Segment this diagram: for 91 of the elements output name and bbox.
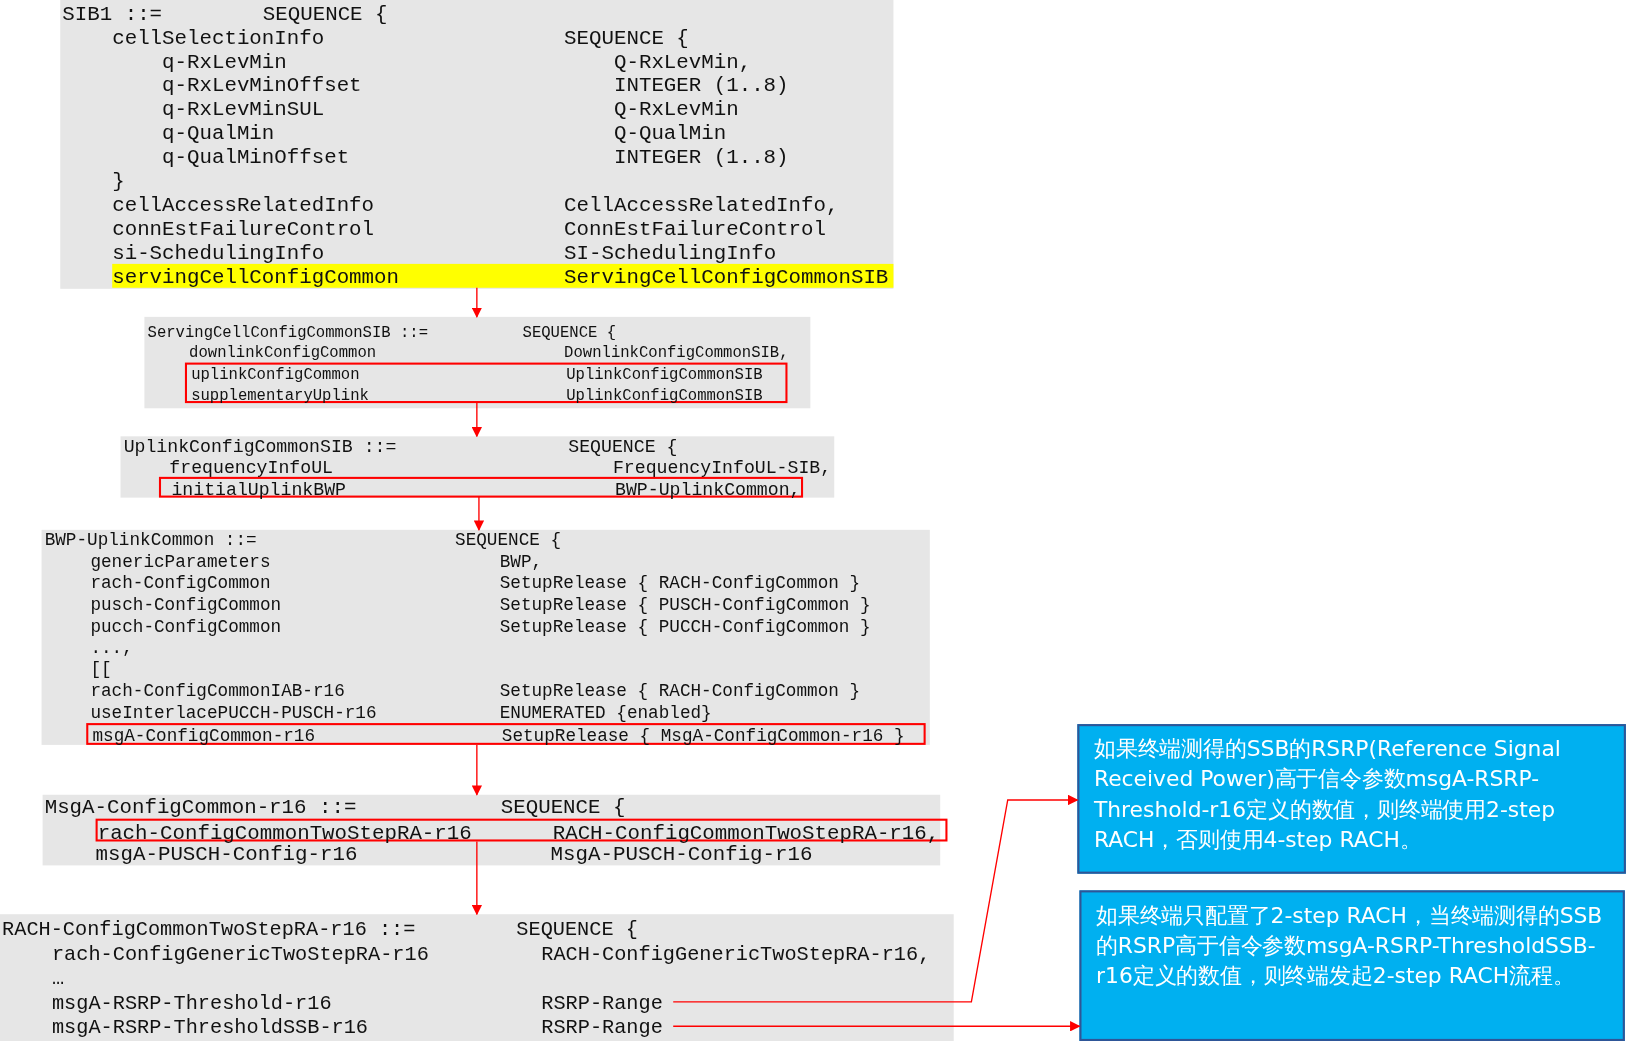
callout-box xyxy=(1079,890,1625,1041)
code-text: msgA-RSRP-Threshold-r16 xyxy=(51,991,333,1017)
code-text: SEQUENCE { xyxy=(516,918,638,943)
code-text: RSRP-Range xyxy=(541,1016,663,1041)
arrow xyxy=(672,794,1079,1003)
code-text: UplinkConfigCommonSIB ::= xyxy=(123,437,398,458)
code-text: BWP, xyxy=(499,552,543,574)
code-text: frequencyInfoUL xyxy=(169,457,334,478)
code-text: [[ xyxy=(90,659,112,682)
code-text: initialUplinkBWP xyxy=(171,479,347,501)
code-block xyxy=(144,316,811,409)
code-text: MsgA-PUSCH-Config-r16 xyxy=(550,843,813,867)
callout-box xyxy=(1077,724,1626,874)
code-text: ConnEstFailureControl xyxy=(564,217,826,242)
arrow xyxy=(473,496,485,531)
arrow xyxy=(471,744,483,796)
code-text: … xyxy=(51,967,65,992)
outlined-code-rows xyxy=(158,476,804,498)
code-text: RACH-ConfigGenericTwoStepRA-r16, xyxy=(541,942,931,968)
code-text: FrequencyInfoUL-SIB, xyxy=(612,457,832,478)
code-text: UplinkConfigCommonSIB xyxy=(566,386,763,407)
code-text: uplinkConfigCommon xyxy=(191,365,361,386)
outlined-code-rows xyxy=(184,362,788,404)
code-text: servingCellConfigCommon xyxy=(112,264,400,289)
code-text: SEQUENCE { xyxy=(568,437,678,458)
code-text: SetupRelease { PUSCH-ConfigCommon } xyxy=(499,595,871,617)
code-block xyxy=(120,436,835,498)
arrow xyxy=(471,840,483,916)
code-text: RSRP-Range xyxy=(541,991,663,1017)
code-text: downlinkConfigCommon xyxy=(189,343,378,364)
code-text: rach-ConfigCommonTwoStepRA-r16 xyxy=(97,822,473,846)
code-text: msgA-RSRP-ThresholdSSB-r16 xyxy=(51,1016,370,1041)
code-block xyxy=(60,0,894,289)
code-text: ENUMERATED {enabled} xyxy=(499,702,712,725)
code-text: rach-ConfigCommonIAB-r16 xyxy=(90,681,346,703)
code-text: SEQUENCE { xyxy=(262,2,388,26)
note-text: 如果终端只配置了2-step RACH，当终端测得的SSB的RSRP高于信令参数msgA-RSRP-ThresholdSSB-r16定义的数值，则终端发起2-step RACH流程。 xyxy=(1096,901,1604,990)
code-text: ServingCellConfigCommonSIB ::= xyxy=(147,323,430,344)
code-text: RACH-ConfigCommonTwoStepRA-r16 ::= xyxy=(2,918,417,943)
code-text: connEstFailureControl xyxy=(112,217,376,242)
code-text: SIB1 ::= xyxy=(62,2,164,26)
code-text: msgA-PUSCH-Config-r16 xyxy=(95,843,358,867)
code-text: rach-ConfigCommon xyxy=(90,573,272,596)
code-text: Q-QualMin xyxy=(614,121,727,146)
code-text: SetupRelease { RACH-ConfigCommon } xyxy=(499,573,861,596)
code-text: } xyxy=(112,169,125,194)
code-text: Q-RxLevMin xyxy=(614,97,739,122)
code-text: pucch-ConfigCommon xyxy=(90,616,283,639)
code-text: msgA-ConfigCommon-r16 xyxy=(92,726,317,748)
code-text: UplinkConfigCommonSIB xyxy=(566,365,763,386)
code-text: SetupRelease { RACH-ConfigCommon } xyxy=(499,681,861,703)
code-text: q-RxLevMinOffset xyxy=(162,73,363,98)
code-text: q-QualMin xyxy=(162,121,276,146)
code-text: rach-ConfigGenericTwoStepRA-r16 xyxy=(51,942,430,968)
arrow xyxy=(471,402,483,438)
code-text: SI-SchedulingInfo xyxy=(564,241,777,265)
code-text: useInterlacePUCCH-PUSCH-r16 xyxy=(90,702,378,725)
code-text: INTEGER (1..8) xyxy=(614,73,789,98)
code-text: BWP-UplinkCommon ::= xyxy=(44,530,258,553)
code-text: RACH-ConfigCommonTwoStepRA-r16, xyxy=(552,822,940,846)
code-text: SetupRelease { PUCCH-ConfigCommon } xyxy=(499,616,871,639)
code-text: DownlinkConfigCommonSIB, xyxy=(564,343,789,364)
code-text: q-RxLevMin xyxy=(162,49,288,74)
code-text: INTEGER (1..8) xyxy=(614,145,789,170)
code-text: genericParameters xyxy=(90,552,272,574)
code-text: SEQUENCE { xyxy=(455,530,562,553)
code-text: SetupRelease { MsgA-ConfigCommon-r16 } xyxy=(501,726,905,748)
code-block xyxy=(0,914,954,1041)
code-text: q-RxLevMinSUL xyxy=(162,97,326,122)
code-text: ..., xyxy=(90,638,133,660)
outlined-code-rows xyxy=(95,818,948,842)
code-text: cellSelectionInfo xyxy=(112,25,326,50)
code-text: SEQUENCE { xyxy=(564,25,689,50)
code-text: cellAccessRelatedInfo xyxy=(112,193,376,218)
code-text: SEQUENCE { xyxy=(522,323,617,344)
code-text: Q-RxLevMin, xyxy=(614,49,752,74)
code-text: pusch-ConfigCommon xyxy=(90,595,283,617)
code-text: supplementaryUplink xyxy=(191,386,370,407)
code-block xyxy=(41,529,930,745)
code-text: q-QualMinOffset xyxy=(162,145,351,170)
code-text: BWP-UplinkCommon, xyxy=(615,479,801,501)
code-text: CellAccessRelatedInfo, xyxy=(564,193,839,218)
code-text: MsgA-ConfigCommon-r16 ::= xyxy=(44,796,358,821)
arrow xyxy=(471,287,483,318)
code-text: SEQUENCE { xyxy=(500,796,626,821)
code-text: si-SchedulingInfo xyxy=(112,241,326,265)
arrow xyxy=(672,1021,1081,1032)
code-text: ServingCellConfigCommonSIB xyxy=(564,264,889,289)
note-text: 如果终端测得的SSB的RSRP(Reference Signal Received Power)高于信令参数msgA-RSRP-Threshold-r16定义的数值，则终端使用2-step RACH，否则使用4-step RACH。 xyxy=(1093,735,1562,854)
outlined-code-rows xyxy=(86,723,926,745)
highlighted-code-row xyxy=(112,263,894,288)
